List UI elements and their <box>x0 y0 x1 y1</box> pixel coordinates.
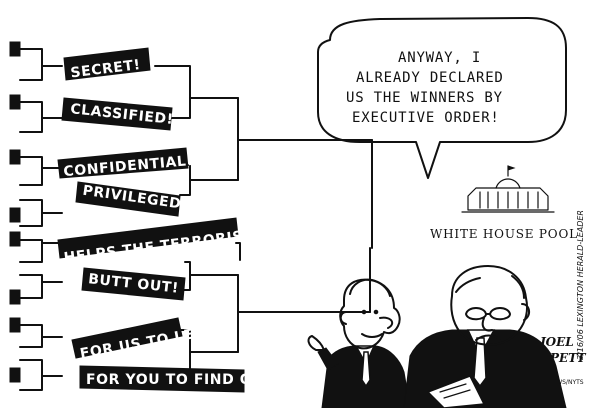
syndicate-credit: CWS/NYTS <box>552 379 584 386</box>
vertical-credit-text: 3/16/06 LEXINGTON HERALD-LEADER <box>576 210 585 360</box>
signature-line-2: PETT <box>549 351 587 365</box>
speech-line-3: US THE WINNERS BY <box>346 90 503 106</box>
white-house-icon <box>461 165 555 213</box>
bracket-entry-3: CONFIDENTIAL! <box>57 147 194 180</box>
bracket-left-stubs <box>9 41 21 383</box>
speech-line-2: ALREADY DECLARED <box>356 70 504 86</box>
bracket-entry-2: CLASSIFIED! <box>61 97 174 131</box>
bracket-entry-6: BUTT OUT! <box>81 267 186 301</box>
bracket-entry-8-label: FOR YOU TO FIND OUT <box>86 372 274 388</box>
bracket-entry-7: FOR US TO LEAK <box>71 317 218 362</box>
bracket-entry-8: FOR YOU TO FIND OUT <box>79 365 274 393</box>
signature-line-1: JOEL <box>538 335 574 349</box>
bracket-entry-1: SECRET! <box>63 47 151 81</box>
speech-line-4: EXECUTIVE ORDER! <box>352 110 500 126</box>
speech-bubble: ANYWAY, I ALREADY DECLARED US THE WINNER… <box>317 17 567 179</box>
president-figure <box>307 278 411 408</box>
signature: JOEL PETT <box>538 335 587 365</box>
speech-line-1: ANYWAY, I <box>398 50 481 66</box>
vice-president-figure <box>403 265 567 408</box>
bracket-entry-4: PRIVILEGED! <box>75 181 189 217</box>
caption-sign: WHITE HOUSE POOL <box>430 227 578 241</box>
caption-text: WHITE HOUSE POOL <box>430 227 578 241</box>
vertical-credit: 3/16/06 LEXINGTON HERALD-LEADER <box>576 210 585 360</box>
